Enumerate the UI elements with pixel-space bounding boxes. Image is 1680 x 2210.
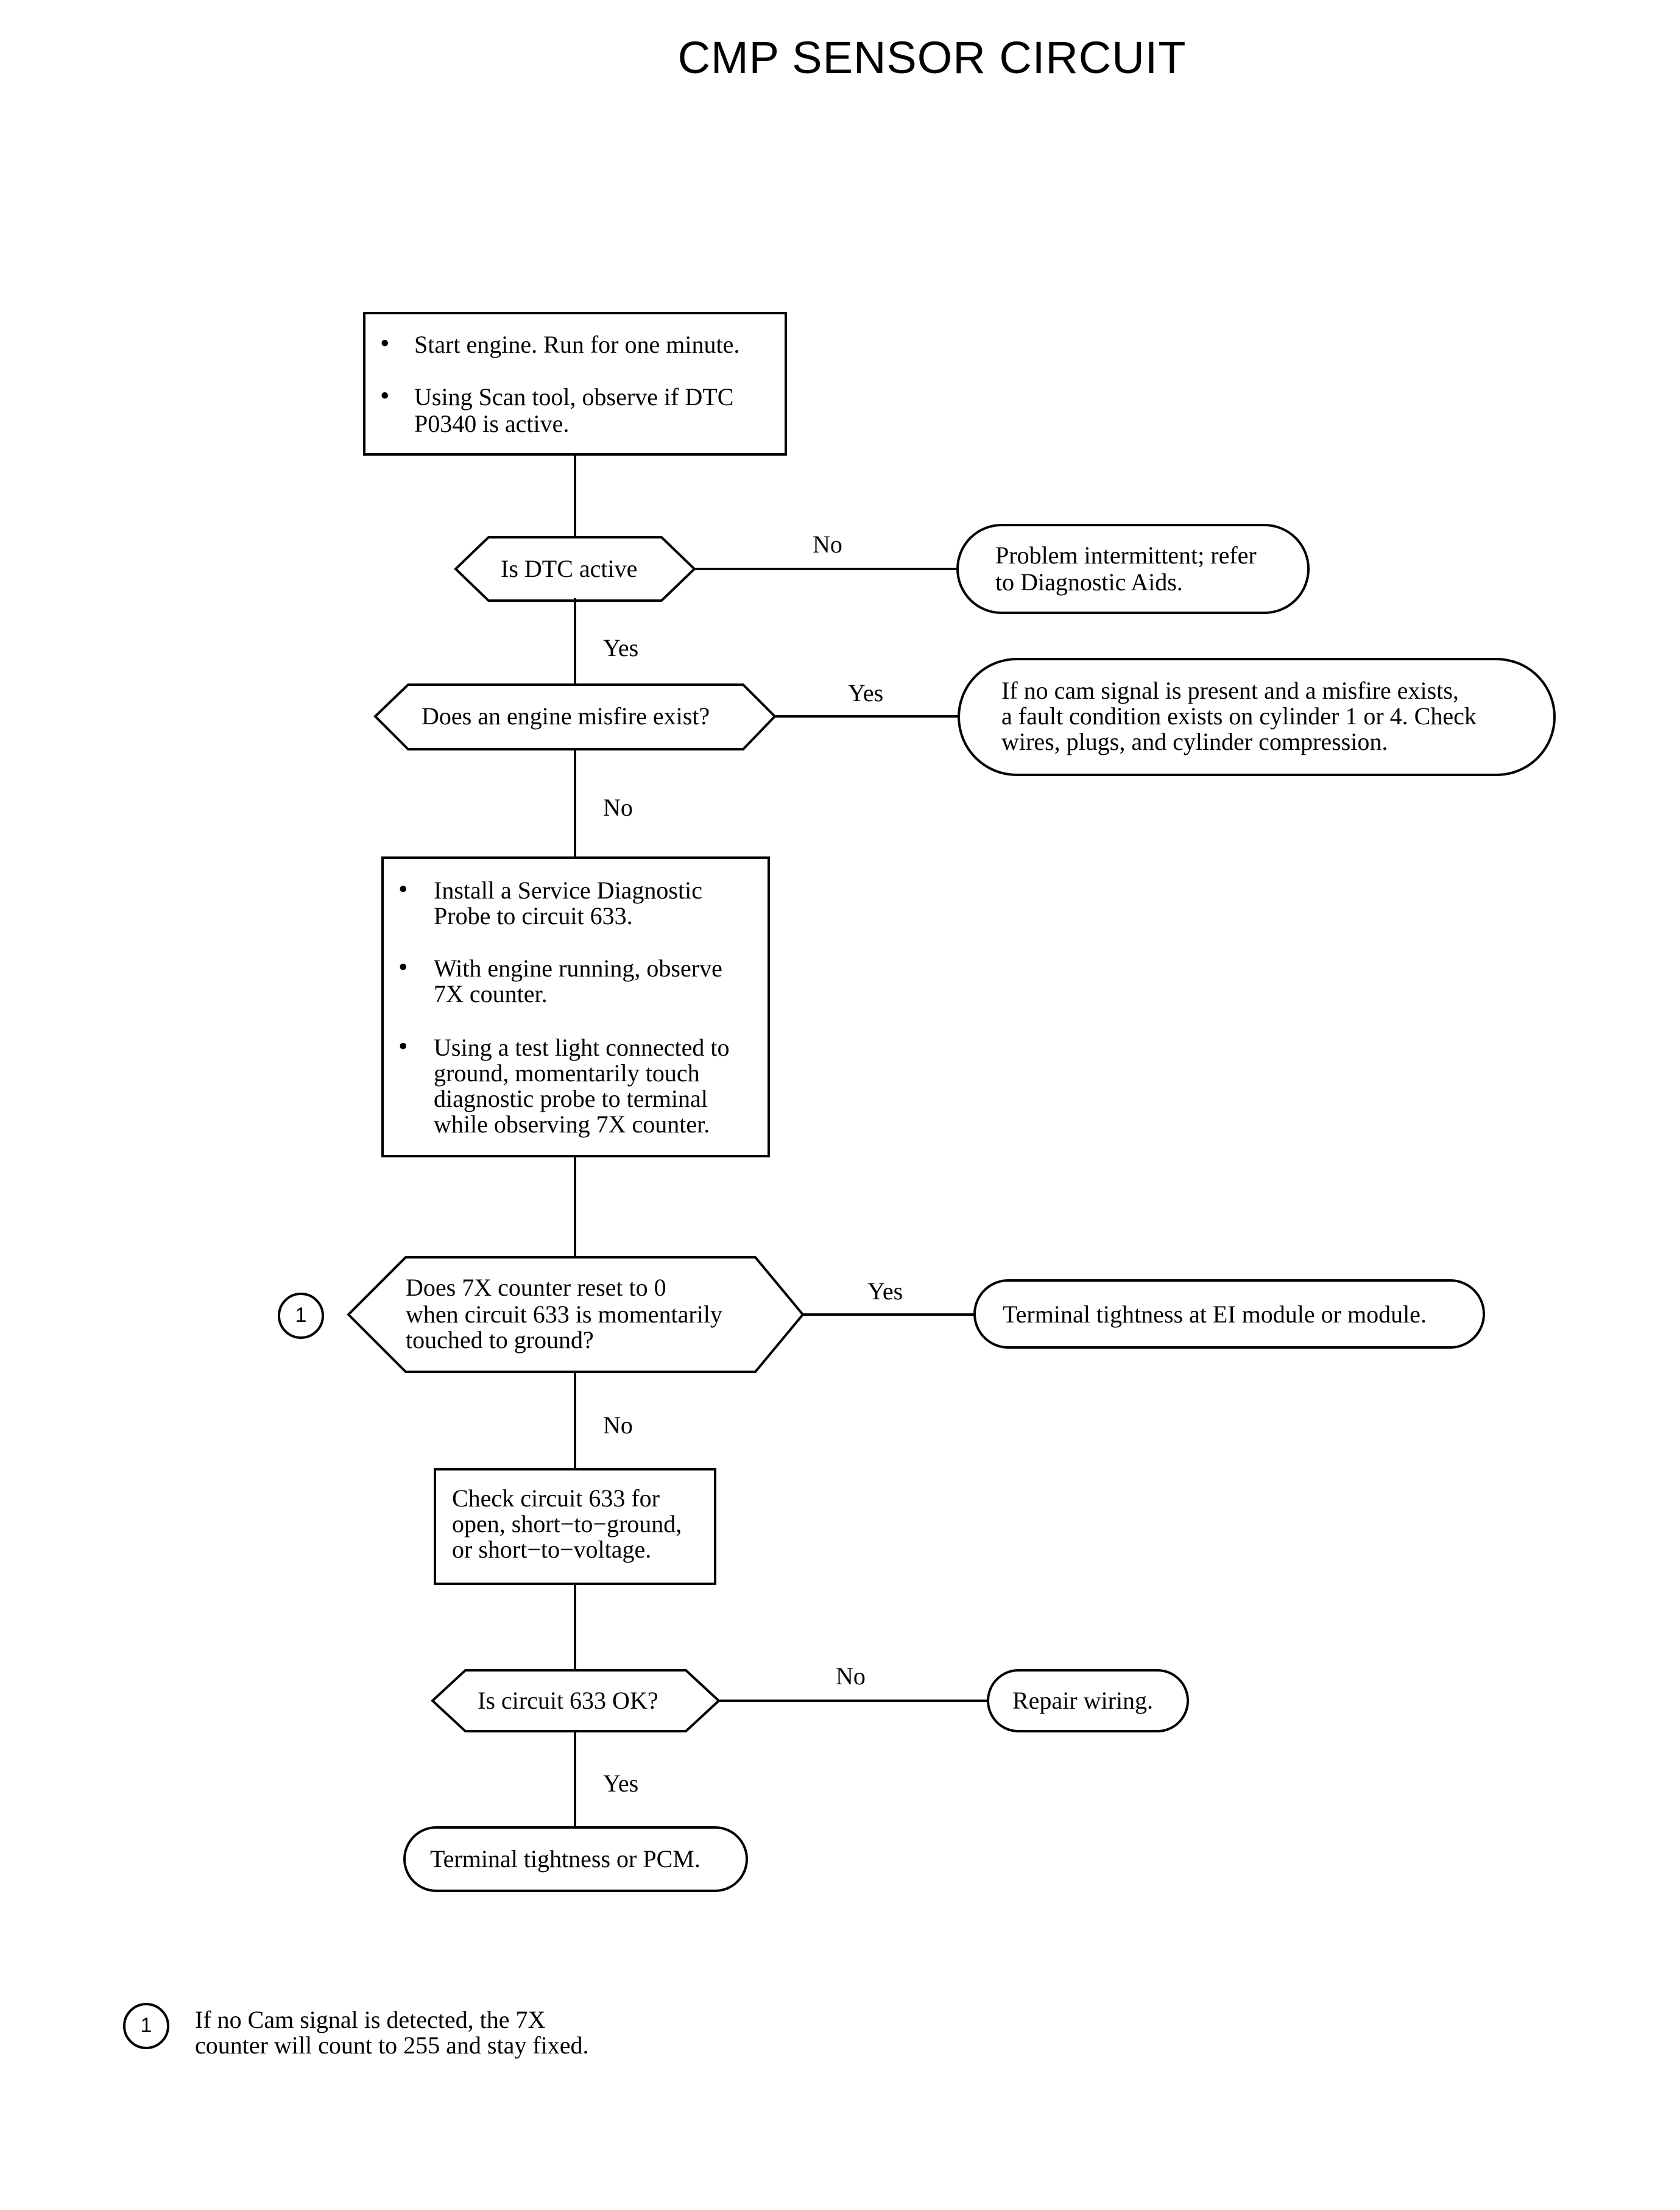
d3-yes-label: Yes bbox=[867, 1277, 903, 1305]
d4-yes-label: Yes bbox=[603, 1770, 639, 1797]
d4-diamond bbox=[431, 1669, 721, 1732]
d2-question: Does an engine misfire exist? bbox=[422, 702, 710, 730]
r2-terminal bbox=[958, 658, 1556, 776]
step2-line-6: ground, momentarily touch bbox=[434, 1059, 700, 1087]
step1-box bbox=[363, 312, 787, 456]
d4-no-label: No bbox=[836, 1662, 866, 1690]
r4-terminal bbox=[987, 1669, 1189, 1732]
step2-line-8: while observing 7X counter. bbox=[434, 1110, 710, 1138]
d2-yes-label: Yes bbox=[848, 679, 884, 707]
step2-line-1: Install a Service Diagnostic bbox=[434, 877, 702, 904]
step1-bullet-1: Start engine. Run for one minute. bbox=[414, 331, 740, 358]
r2-line-1: If no cam signal is present and a misfir… bbox=[1001, 677, 1459, 704]
r1-terminal bbox=[956, 524, 1310, 614]
footnote-marker-circle bbox=[123, 2003, 169, 2049]
bullet-icon: • bbox=[398, 1031, 408, 1061]
step2-line-7: diagnostic probe to terminal bbox=[434, 1085, 708, 1112]
footnote-line-2: counter will count to 255 and stay fixed… bbox=[195, 2032, 589, 2059]
bullet-icon: • bbox=[380, 381, 390, 411]
d2-diamond bbox=[373, 683, 777, 750]
end-text: Terminal tightness or PCM. bbox=[430, 1845, 701, 1873]
step3-box bbox=[434, 1468, 716, 1585]
d3-marker-circle bbox=[278, 1293, 324, 1339]
d3-marker-number: 1 bbox=[295, 1304, 307, 1327]
d1-question: Is DTC active bbox=[501, 555, 638, 582]
step3-line-2: open, short−to−ground, bbox=[452, 1510, 682, 1537]
step2-line-5: Using a test light connected to bbox=[434, 1034, 730, 1061]
step1-bullet-2-line2: P0340 is active. bbox=[414, 410, 570, 437]
r3-text: Terminal tightness at EI module or modul… bbox=[1003, 1301, 1427, 1328]
d3-no-label: No bbox=[603, 1411, 633, 1439]
bullet-icon: • bbox=[398, 874, 408, 904]
d3-line-2: when circuit 633 is momentarily bbox=[406, 1301, 722, 1328]
step2-line-2: Probe to circuit 633. bbox=[434, 902, 633, 930]
r2-line-3: wires, plugs, and cylinder compression. bbox=[1001, 728, 1388, 755]
d3-line-1: Does 7X counter reset to 0 bbox=[406, 1274, 666, 1301]
r1-line-1: Problem intermittent; refer bbox=[995, 542, 1257, 569]
d1-diamond bbox=[454, 536, 696, 602]
r1-line-2: to Diagnostic Aids. bbox=[995, 568, 1183, 596]
d2-no-label: No bbox=[603, 794, 633, 821]
r2-line-2: a fault condition exists on cylinder 1 o… bbox=[1001, 702, 1477, 730]
bullet-icon: • bbox=[380, 328, 390, 358]
step3-line-3: or short−to−voltage. bbox=[452, 1536, 652, 1563]
footnote-marker-number: 1 bbox=[140, 2014, 152, 2037]
page-title: CMP SENSOR CIRCUIT bbox=[677, 32, 1187, 83]
d4-question: Is circuit 633 OK? bbox=[478, 1687, 658, 1714]
step2-line-3: With engine running, observe bbox=[434, 955, 722, 982]
bullet-icon: • bbox=[398, 952, 408, 982]
r3-terminal bbox=[973, 1279, 1485, 1349]
end-terminal bbox=[403, 1826, 748, 1892]
d3-line-3: touched to ground? bbox=[406, 1326, 594, 1354]
step2-line-4: 7X counter. bbox=[434, 980, 548, 1008]
d3-diamond bbox=[347, 1256, 805, 1373]
footnote-line-1: If no Cam signal is detected, the 7X bbox=[195, 2006, 546, 2033]
step2-box bbox=[381, 856, 770, 1157]
d1-no-label: No bbox=[813, 531, 842, 558]
step1-bullet-2-line1: Using Scan tool, observe if DTC bbox=[414, 383, 734, 411]
r4-text: Repair wiring. bbox=[1012, 1687, 1154, 1714]
step3-line-1: Check circuit 633 for bbox=[452, 1485, 660, 1512]
d1-yes-label: Yes bbox=[603, 634, 639, 662]
